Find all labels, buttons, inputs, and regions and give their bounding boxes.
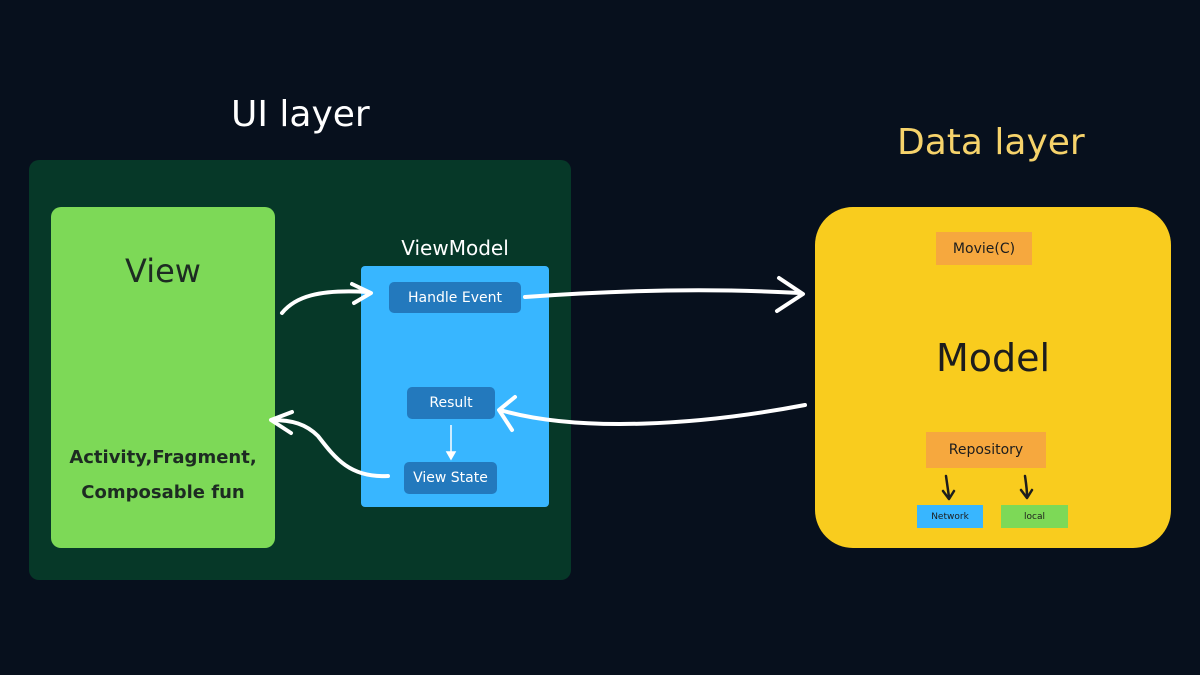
ui-layer-title: UI layer <box>231 94 370 135</box>
result-node: Result <box>407 387 495 419</box>
view-subtitle: Activity,Fragment, Composable fun <box>51 440 275 510</box>
view-box <box>51 207 275 548</box>
model-title: Model <box>935 336 1051 380</box>
arrow-repository-to-local <box>1019 474 1034 500</box>
data-layer-title: Data layer <box>897 122 1085 163</box>
arrow-handle-event-to-model <box>523 276 805 313</box>
movie-tag: Movie(C) <box>936 232 1032 265</box>
arrow-view-to-handle-event <box>280 282 373 315</box>
repository-node: Repository <box>926 432 1046 468</box>
view-subtitle-line1: Activity,Fragment, <box>69 447 257 468</box>
arrow-result-to-view-state <box>445 425 457 461</box>
viewmodel-label: ViewModel <box>401 236 509 260</box>
arrow-model-to-result <box>497 395 807 432</box>
view-title: View <box>125 252 201 290</box>
view-subtitle-line2: Composable fun <box>81 482 245 503</box>
arrow-repository-to-network <box>941 474 956 501</box>
arrow-view-state-to-view <box>269 410 390 479</box>
view-state-node: View State <box>404 462 497 494</box>
local-node: local <box>1001 505 1068 528</box>
handle-event-node: Handle Event <box>389 282 521 313</box>
network-node: Network <box>917 505 983 528</box>
